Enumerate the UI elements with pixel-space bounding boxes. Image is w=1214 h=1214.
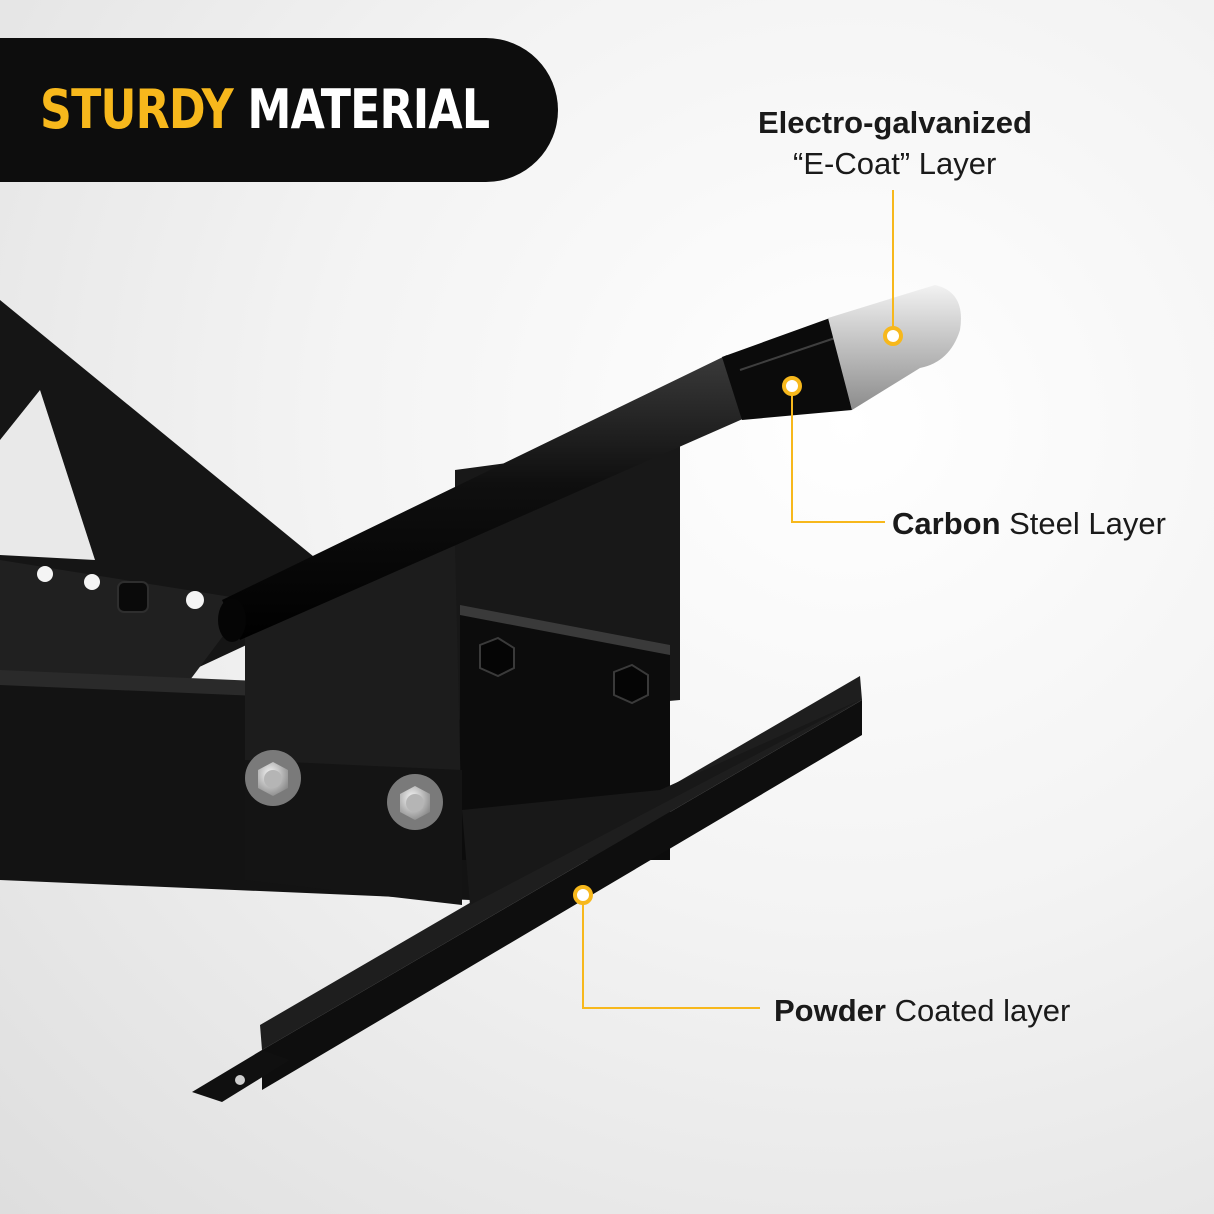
adjust-hole <box>37 566 53 582</box>
callout-dot-ecoat <box>883 326 903 346</box>
carbon-label-bold: Carbon <box>892 506 1001 541</box>
adjust-hole <box>84 574 100 590</box>
carbon-label-rest: Steel Layer <box>1000 506 1166 541</box>
arm-cutout <box>0 390 95 560</box>
rail-foot-hole <box>235 1075 245 1085</box>
title-accent-word: STURDY <box>40 78 234 141</box>
carbon-label: Carbon Steel Layer <box>892 505 1166 543</box>
zinc-bolt <box>387 774 443 830</box>
angle-rail-face <box>262 700 862 1090</box>
handle-bar-end <box>218 598 246 642</box>
zinc-bolt <box>245 750 301 806</box>
handle-bar <box>222 355 745 640</box>
adjust-hole <box>186 591 204 609</box>
callout-line-carbon <box>791 386 885 523</box>
galvanized-tip <box>828 285 961 410</box>
rail-floor <box>462 700 860 905</box>
powder-label: Powder Coated layer <box>774 992 1070 1030</box>
ecoat-label-line2: “E-Coat” Layer <box>793 146 997 181</box>
banner-title: STURDY MATERIAL <box>40 74 490 146</box>
ecoat-label-line1: Electro-galvanized <box>758 105 1032 140</box>
callout-dot-powder <box>573 885 593 905</box>
hex-bolt <box>117 581 149 613</box>
callout-line-powder <box>582 895 760 1009</box>
powder-label-rest: Coated layer <box>885 993 1071 1028</box>
inner-plate-edge <box>460 605 670 655</box>
title-banner <box>0 38 558 182</box>
hex-nut <box>613 663 649 705</box>
hex-nut <box>479 636 515 678</box>
callout-dot-carbon <box>782 376 802 396</box>
title-rest-word: MATERIAL <box>247 78 490 141</box>
powder-label-bold: Powder <box>774 993 886 1028</box>
